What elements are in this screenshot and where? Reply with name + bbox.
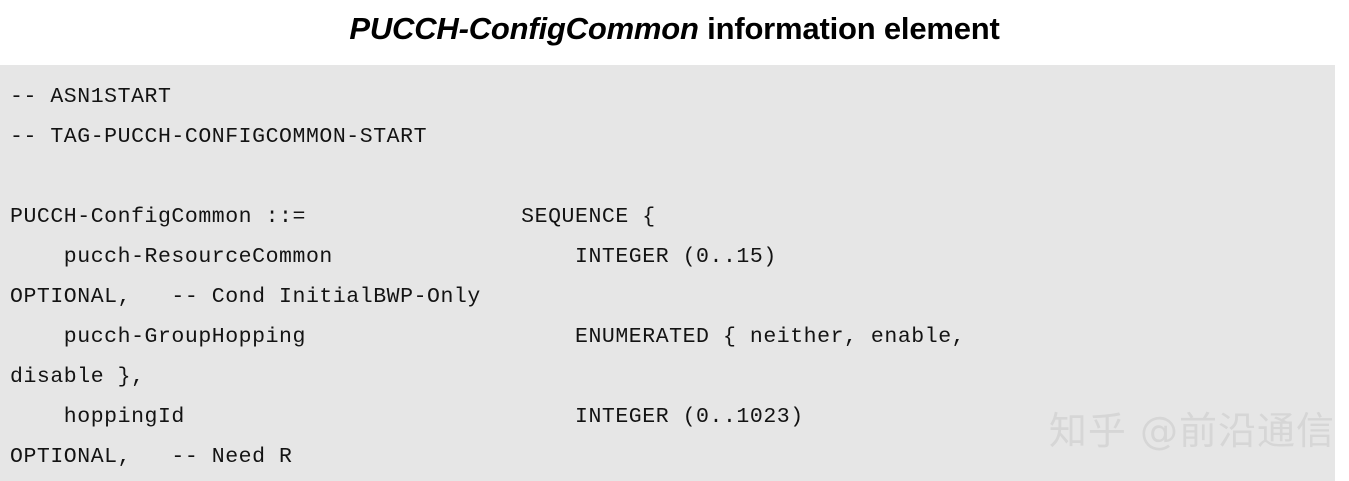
code-line: pucch-GroupHopping ENUMERATED { neither,… (10, 325, 966, 349)
code-line: -- TAG-PUCCH-CONFIGCOMMON-START (10, 125, 428, 149)
code-line: hoppingId INTEGER (0..1023) (10, 405, 804, 429)
page-title-ie-name: PUCCH-ConfigCommon (349, 10, 699, 46)
code-line: disable }, (10, 365, 145, 389)
asn1-code-block: -- ASN1START -- TAG-PUCCH-CONFIGCOMMON-S… (0, 65, 1335, 481)
code-line: OPTIONAL, -- Need R (10, 445, 293, 469)
page-title-suffix: information element (698, 10, 1000, 46)
page-title: PUCCH-ConfigCommon information element (349, 11, 999, 47)
code-line: PUCCH-ConfigCommon ::= SEQUENCE { (10, 205, 656, 229)
code-line: pucch-ResourceCommon INTEGER (0..15) (10, 245, 777, 269)
code-line: OPTIONAL, -- Cond InitialBWP-Only (10, 285, 481, 309)
code-line: -- ASN1START (10, 85, 172, 109)
title-bar: PUCCH-ConfigCommon information element (0, 0, 1349, 65)
code-line-blank (10, 157, 1335, 197)
